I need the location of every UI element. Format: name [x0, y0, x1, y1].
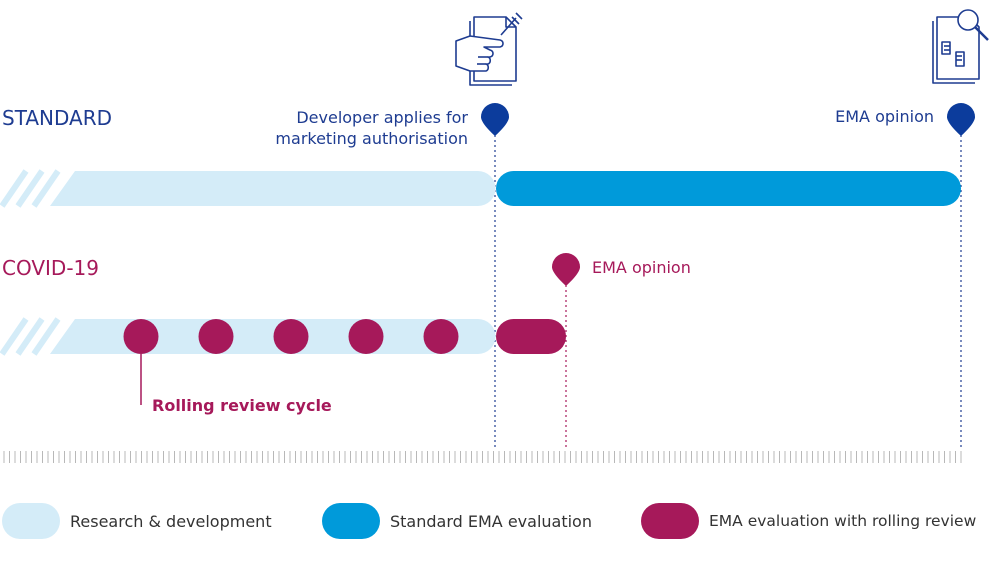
legend-label-research: Research & development: [70, 511, 272, 531]
rolling-review-dot: [123, 319, 159, 354]
rolling-review-cycle-label: Rolling review cycle: [152, 396, 332, 415]
ema-opinion-standard-label: EMA opinion: [835, 107, 934, 126]
developer-applies-line-2: marketing authorisation: [275, 129, 468, 148]
application-pin-icon: [481, 103, 509, 136]
legend-item-rolling-review-evaluation: EMA evaluation with rolling review: [641, 503, 976, 539]
legend-label-standard-evaluation: Standard EMA evaluation: [390, 511, 592, 531]
developer-applies-label: Developer applies for marketing authoris…: [275, 107, 468, 149]
rolling-review-dots: [123, 319, 459, 354]
rolling-review-dot: [273, 319, 309, 354]
legend-item-standard-evaluation: Standard EMA evaluation: [322, 503, 592, 539]
legend-item-research: Research & development: [2, 503, 272, 539]
timeline-ruler: [3, 451, 962, 463]
legend-swatch-rolling-review-evaluation: [641, 503, 699, 539]
document-magnifier-thumbs-icon: [932, 9, 989, 84]
rolling-review-dot: [348, 319, 384, 354]
ema-opinion-covid-label: EMA opinion: [592, 258, 691, 277]
rolling-review-dot: [198, 319, 234, 354]
legend-swatch-standard-evaluation: [322, 503, 380, 539]
developer-applies-line-1: Developer applies for: [296, 108, 468, 127]
legend-label-rolling-review-evaluation: EMA evaluation with rolling review: [709, 512, 977, 530]
covid-research-bar: [0, 317, 496, 356]
rolling-review-evaluation-bar: [496, 319, 566, 354]
ema-opinion-covid-pin-icon: [552, 253, 580, 286]
legend-swatch-research: [2, 503, 60, 539]
standard-track-label: STANDARD: [2, 106, 113, 130]
standard-research-bar: [0, 169, 496, 208]
ema-opinion-standard-pin-icon: [947, 103, 975, 136]
hand-document-syringe-icon: [455, 12, 523, 86]
standard-evaluation-bar: [496, 171, 961, 206]
covid-track-label: COVID-19: [2, 256, 100, 280]
rolling-review-dot: [423, 319, 459, 354]
